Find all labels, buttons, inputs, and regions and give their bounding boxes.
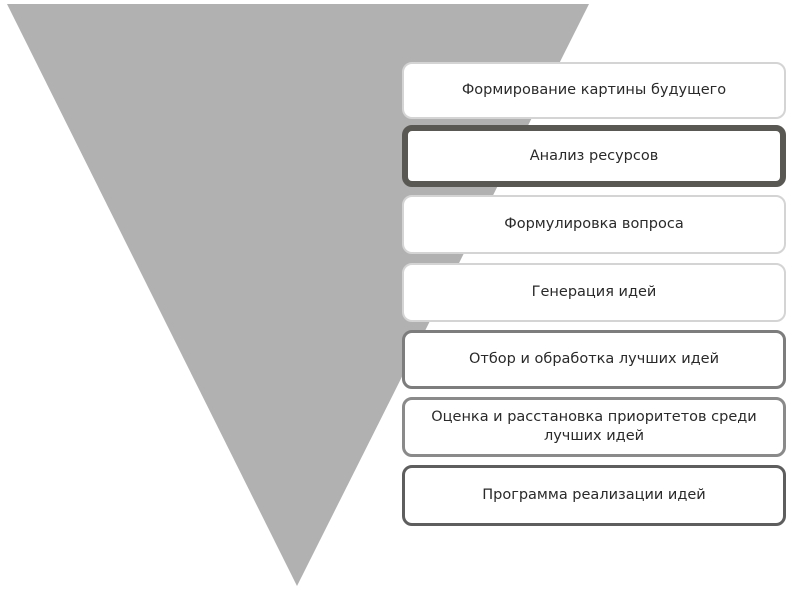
step-label: Анализ ресурсов <box>529 147 659 164</box>
step-label: Формирование картины будущего <box>461 82 727 98</box>
step-label: Оценка и расстановка приоритетов среди л… <box>431 409 757 444</box>
step-label: Генерация идей <box>531 284 657 300</box>
step-idea-generation: Генерация идей <box>402 263 786 322</box>
step-label: Отбор и обработка лучших идей <box>468 351 720 367</box>
step-label: Формулировка вопроса <box>504 216 684 232</box>
step-prioritization: Оценка и расстановка приоритетов среди л… <box>402 397 786 457</box>
step-label: Программа реализации идей <box>482 487 706 503</box>
step-implementation-program: Программа реализации идей <box>402 465 786 526</box>
step-resource-analysis: Анализ ресурсов <box>402 125 786 187</box>
step-best-ideas-selection: Отбор и обработка лучших идей <box>402 330 786 389</box>
step-question-formulation: Формулировка вопроса <box>402 195 786 254</box>
step-future-vision: Формирование картины будущего <box>402 62 786 119</box>
